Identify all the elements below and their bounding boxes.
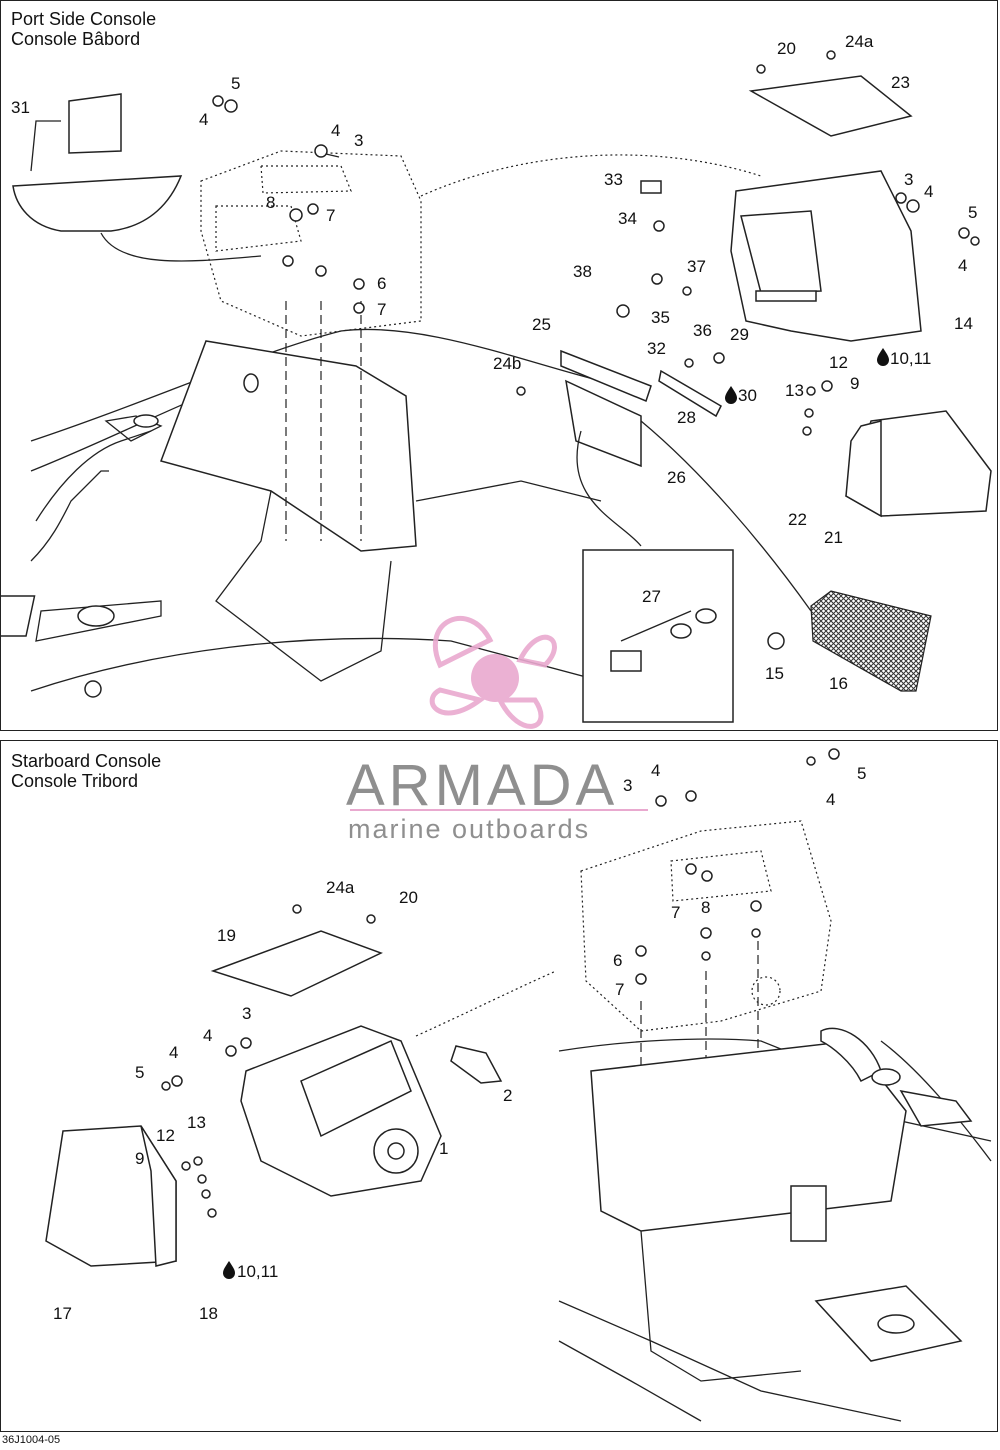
callout: 27 <box>642 587 661 606</box>
drop-icon <box>877 348 889 366</box>
title-english: Starboard Console <box>11 751 162 771</box>
part-19-lid <box>210 930 383 997</box>
callout: 13 <box>785 381 804 400</box>
callout: 9 <box>850 374 859 393</box>
callout: 4 <box>958 256 967 275</box>
part-16-net <box>810 590 932 692</box>
callout-labels: 3 4 5 4 7 8 6 7 24a 20 19 3 4 4 5 2 1 13… <box>53 761 866 1323</box>
starboard-hull <box>558 1027 992 1422</box>
port-side-console-panel: Port Side Console Console Bâbord <box>0 0 998 731</box>
drop-icon <box>223 1261 235 1279</box>
callout: 37 <box>687 257 706 276</box>
callout: 16 <box>829 674 848 693</box>
drop-icon <box>725 386 737 404</box>
part-21-storage-bin <box>845 410 992 518</box>
callout: 22 <box>788 510 807 529</box>
callout: 21 <box>824 528 843 547</box>
callout: 33 <box>604 170 623 189</box>
callout: 4 <box>199 110 208 129</box>
part-14-console <box>730 170 922 342</box>
callout: 4 <box>826 790 835 809</box>
callout: 12 <box>829 353 848 372</box>
callout: 4 <box>924 182 933 201</box>
callout: 4 <box>651 761 660 780</box>
callout: 2 <box>503 1086 512 1105</box>
callout: 3 <box>904 170 913 189</box>
parts-25-26-28 <box>560 349 812 612</box>
part-1-console <box>240 1025 442 1197</box>
callout: 10,11 <box>890 349 931 368</box>
part-31-mat <box>12 93 262 262</box>
hull-lines <box>1 328 642 722</box>
inset-27 <box>582 549 734 723</box>
panel-title: Port Side Console Console Bâbord <box>11 9 156 49</box>
callout: 29 <box>730 325 749 344</box>
part-2-grommet <box>450 1045 503 1084</box>
callout: 36 <box>693 321 712 340</box>
callout: 30 <box>738 386 757 405</box>
callout: 24a <box>326 878 355 897</box>
callout: 6 <box>377 274 386 293</box>
title-english: Port Side Console <box>11 9 157 29</box>
fastener-icons <box>161 748 840 1218</box>
callout: 4 <box>169 1043 178 1062</box>
callout: 4 <box>203 1026 212 1045</box>
fastener-icons <box>212 50 980 436</box>
part-23-lid <box>748 75 913 137</box>
title-french: Console Bâbord <box>11 29 141 49</box>
callout: 24b <box>493 354 521 373</box>
starboard-console-panel: Starboard Console Console Tribord <box>0 740 998 1432</box>
callout: 5 <box>231 74 240 93</box>
callout: 5 <box>968 203 977 222</box>
diagram-code: 36J1004-05 <box>2 1434 61 1446</box>
part-15-fastener <box>767 632 785 650</box>
callout: 23 <box>891 73 910 92</box>
assembly-arrow <box>420 154 762 197</box>
callout: 8 <box>701 898 710 917</box>
callout: 20 <box>399 888 418 907</box>
callout: 6 <box>613 951 622 970</box>
callout: 7 <box>326 206 335 225</box>
callout: 19 <box>217 926 236 945</box>
starboard-console-outline <box>580 820 832 1071</box>
callout: 3 <box>242 1004 251 1023</box>
callout: 25 <box>532 315 551 334</box>
starboard-exploded-diagram: 3 4 5 4 7 8 6 7 24a 20 19 3 4 4 5 2 1 13… <box>45 748 992 1422</box>
callout: 7 <box>671 903 680 922</box>
callout: 34 <box>618 209 637 228</box>
callout: 14 <box>954 314 973 333</box>
callout: 9 <box>135 1149 144 1168</box>
callout: 7 <box>377 300 386 319</box>
callout: 12 <box>156 1126 175 1145</box>
title-french: Console Tribord <box>11 771 139 791</box>
callout: 32 <box>647 339 666 358</box>
callout: 7 <box>615 980 624 999</box>
callout: 8 <box>266 193 275 212</box>
callout: 18 <box>199 1304 218 1323</box>
callout: 28 <box>677 408 696 427</box>
callout: 24a <box>845 32 874 51</box>
callout: 10,11 <box>237 1262 278 1281</box>
callout: 15 <box>765 664 784 683</box>
assembly-arrow <box>415 970 557 1037</box>
callout: 4 <box>331 121 340 140</box>
callout: 38 <box>573 262 592 281</box>
callout: 20 <box>777 39 796 58</box>
callout: 3 <box>354 131 363 150</box>
port-side-exploded-diagram: 31 5 4 4 3 8 7 6 7 20 24a 23 3 4 5 4 33 … <box>1 32 992 723</box>
callout: 13 <box>187 1113 206 1132</box>
callout: 5 <box>857 764 866 783</box>
callout: 26 <box>667 468 686 487</box>
panel-title: Starboard Console Console Tribord <box>11 751 161 791</box>
callout: 5 <box>135 1063 144 1082</box>
port-console-outline <box>200 150 422 541</box>
callout: 3 <box>623 776 632 795</box>
callout: 1 <box>439 1139 448 1158</box>
callout: 17 <box>53 1304 72 1323</box>
callout-labels: 31 5 4 4 3 8 7 6 7 20 24a 23 3 4 5 4 33 … <box>11 32 977 693</box>
part-17-storage-bin <box>45 1125 177 1267</box>
callout: 35 <box>651 308 670 327</box>
callout: 31 <box>11 98 30 117</box>
